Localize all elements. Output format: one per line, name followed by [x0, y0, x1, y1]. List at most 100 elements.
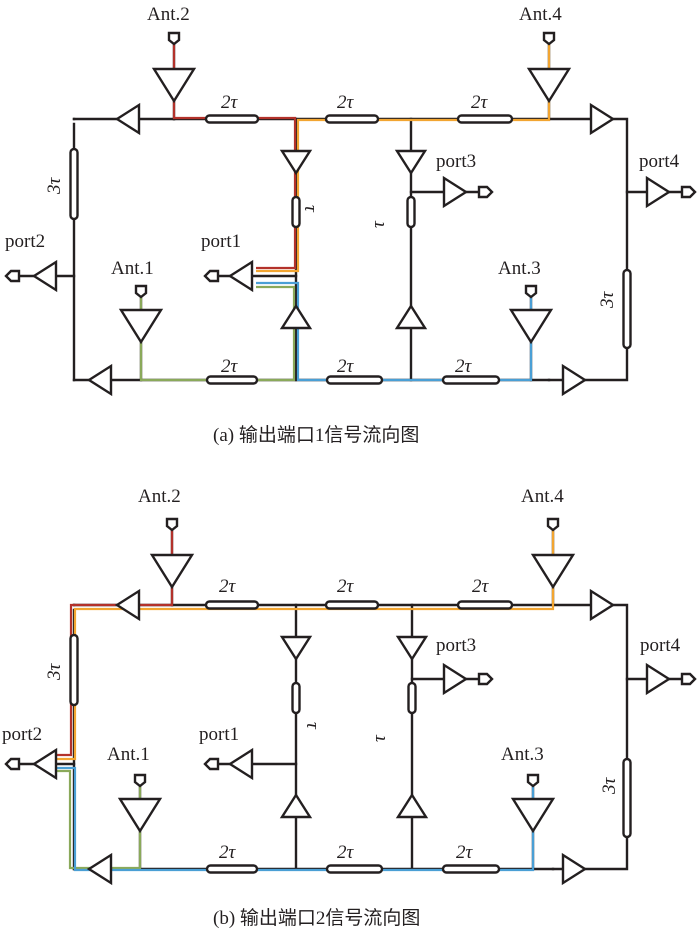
label-delay-mid-2: τ: [368, 220, 389, 228]
label-port1: port1: [201, 231, 241, 252]
amplifier-top-right-icon: [589, 588, 616, 622]
amplifier-mid-2-down-icon: [395, 635, 429, 662]
label-ant4: Ant.4: [521, 486, 564, 507]
delay-line-bot-2: [325, 375, 384, 385]
label-delay-bot-3: 2τ: [456, 842, 474, 863]
port3-connector-icon: [477, 185, 494, 199]
right-loop: [551, 603, 629, 871]
ant4-connector-icon: [546, 517, 560, 532]
label-ant3: Ant.3: [501, 744, 544, 765]
label-delay-bot-1: 2τ: [221, 356, 239, 377]
label-delay-top-2: 2τ: [337, 92, 355, 113]
signal-path-ant3: [256, 281, 533, 382]
label-delay-top-2: 2τ: [337, 576, 355, 597]
delay-line-left: [69, 633, 79, 707]
ant3-antenna-icon: [508, 308, 554, 345]
label-ant4: Ant.4: [519, 4, 562, 25]
ant1-antenna-icon: [118, 308, 164, 345]
label-delay-bot-2: 2τ: [337, 842, 355, 863]
delay-line-bot-3: [441, 864, 501, 874]
port4-connector-icon: [680, 672, 697, 686]
ant2-connector-icon: [167, 31, 181, 46]
delay-line-top-2: [324, 114, 380, 124]
label-delay-top-1: 2τ: [221, 92, 239, 113]
label-delay-top-1: 2τ: [219, 576, 237, 597]
caption-b: (b) 输出端口2信号流向图: [213, 907, 420, 929]
right-loop: [547, 117, 629, 382]
label-delay-bot-2: 2τ: [337, 356, 355, 377]
delay-line-bot-2: [325, 864, 384, 874]
label-delay-left: 3τ: [44, 177, 65, 196]
panel-b: Ant.2 Ant.4 Ant.1 Ant.3 port1 port2 port…: [2, 486, 697, 929]
delay-line-mid-1: [291, 195, 301, 229]
amplifier-bottom-right-icon: [561, 363, 588, 397]
ant4-antenna-icon: [526, 67, 572, 104]
circuit-labels: Ant.2 Ant.4 Ant.1 Ant.3 port1 port2 port…: [2, 486, 681, 929]
port1-amplifier-icon: [227, 259, 254, 293]
delay-line-top-1: [204, 600, 260, 610]
ant1-connector-icon: [133, 773, 147, 788]
label-delay-right: 3τ: [597, 291, 618, 310]
amplifier-bottom-left-icon: [86, 852, 113, 886]
delay-line-top-2: [324, 600, 380, 610]
delay-line-bot-3: [441, 375, 501, 385]
signal-flows: [139, 37, 551, 382]
amplifier-mid-2-down-icon: [394, 149, 428, 176]
ant3-antenna-icon: [510, 797, 556, 834]
label-ant3: Ant.3: [498, 258, 541, 279]
amplifier-mid-1-down-icon: [279, 635, 313, 662]
port1-connector-icon: [203, 269, 220, 283]
amplifier-mid-1-down-icon: [279, 149, 313, 176]
label-delay-top-3: 2τ: [472, 576, 490, 597]
ant2-antenna-icon: [151, 67, 197, 104]
label-ant1: Ant.1: [107, 744, 150, 765]
amplifier-bottom-right-icon: [561, 852, 588, 886]
amplifier-top-left-icon: [114, 102, 141, 136]
amplifier-mid-1-up-icon: [279, 303, 313, 330]
label-delay-left: 3τ: [44, 663, 65, 682]
signal-path-ant1: [56, 769, 142, 870]
signal-path-ant3: [56, 766, 535, 872]
signal-path-ant1: [139, 285, 296, 382]
label-port1: port1: [199, 724, 239, 745]
delay-line-bot-1: [205, 864, 259, 874]
amplifier-top-left-icon: [114, 588, 141, 622]
port1-amplifier-icon: [227, 747, 254, 781]
ant2-antenna-icon: [149, 553, 195, 590]
label-delay-right: 3τ: [599, 777, 620, 796]
delay-line-right: [622, 268, 632, 350]
delay-line-top-3: [456, 600, 514, 610]
port4-amplifier-icon: [645, 662, 672, 696]
circuit-components: [4, 517, 697, 886]
label-ant1: Ant.1: [111, 258, 154, 279]
delay-line-bot-1: [205, 375, 259, 385]
delay-line-top-1: [204, 114, 260, 124]
ant3-connector-icon: [524, 284, 538, 299]
port4-amplifier-icon: [645, 175, 672, 209]
amplifier-bottom-left-icon: [86, 363, 113, 397]
label-delay-mid-1: τ: [300, 205, 321, 213]
delay-line-mid-2: [407, 681, 417, 715]
ant1-antenna-icon: [117, 797, 163, 834]
amplifier-mid-1-up-icon: [279, 792, 313, 819]
caption-a: (a) 输出端口1信号流向图: [213, 424, 419, 446]
label-delay-mid-2: τ: [369, 734, 390, 742]
delay-line-right: [622, 757, 632, 839]
port2-amplifier-icon: [31, 259, 58, 293]
label-port2: port2: [2, 724, 42, 745]
ant4-antenna-icon: [530, 553, 576, 590]
port3-amplifier-icon: [442, 662, 469, 696]
label-delay-bot-1: 2τ: [219, 842, 237, 863]
port1-connector-icon: [203, 757, 220, 771]
amplifier-mid-2-up-icon: [395, 792, 429, 819]
panel-a: Ant.2 Ant.4 Ant.1 Ant.3 port1 port2 port…: [4, 4, 697, 446]
port2-connector-icon: [4, 269, 21, 283]
delay-line-left: [69, 147, 79, 221]
port3-amplifier-icon: [442, 175, 469, 209]
port3-connector-icon: [477, 672, 494, 686]
label-delay-top-3: 2τ: [471, 92, 489, 113]
label-delay-bot-3: 2τ: [455, 356, 473, 377]
label-port2: port2: [5, 231, 45, 252]
port4-connector-icon: [680, 185, 697, 199]
